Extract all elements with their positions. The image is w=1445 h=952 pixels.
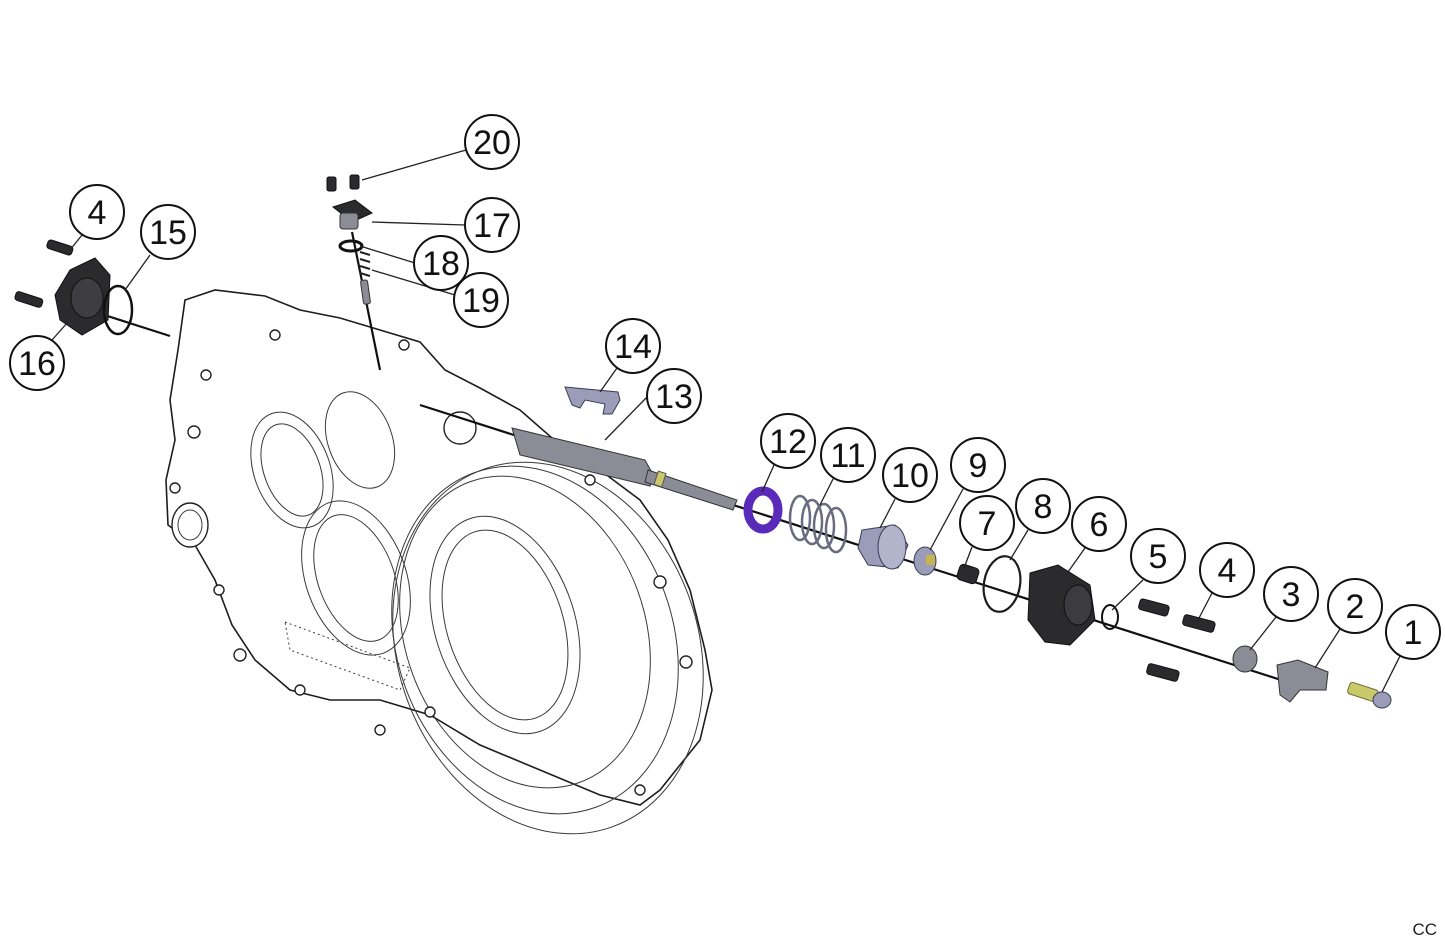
part-10-sleeve	[857, 524, 909, 570]
part-9-detent	[913, 546, 937, 576]
part-4-bolts-right	[1138, 598, 1216, 682]
callout-2[interactable]: 2	[1327, 578, 1383, 634]
callout-1[interactable]: 1	[1385, 604, 1441, 660]
callout-7[interactable]: 7	[959, 495, 1015, 551]
part-19-spring-plunger	[359, 251, 371, 305]
part-16-cover	[54, 257, 111, 336]
svg-text:1: 1	[1404, 614, 1423, 652]
callout-15[interactable]: 15	[140, 204, 196, 260]
part-14-clip	[564, 386, 621, 415]
svg-text:9: 9	[969, 447, 988, 485]
part-3-nut	[1232, 645, 1258, 673]
svg-text:10: 10	[891, 457, 929, 495]
part-5-seal	[1101, 604, 1119, 630]
svg-text:18: 18	[422, 245, 460, 283]
svg-text:13: 13	[655, 378, 693, 416]
svg-text:12: 12	[769, 423, 807, 461]
watermark-label: CC	[1412, 920, 1437, 939]
svg-text:11: 11	[830, 437, 865, 475]
callout-16[interactable]: 16	[9, 335, 65, 391]
part-4-bolts-left	[14, 239, 74, 308]
callout-9[interactable]: 9	[950, 437, 1006, 493]
part-2-clevis	[1276, 659, 1329, 703]
callout-14[interactable]: 14	[605, 318, 661, 374]
transmission-housing	[165, 289, 713, 835]
part-13-shift-shaft	[511, 427, 738, 511]
part-11-spring	[788, 494, 848, 554]
svg-text:16: 16	[18, 345, 56, 383]
callout-13[interactable]: 13	[646, 368, 702, 424]
leader-lines	[51, 149, 1401, 693]
svg-text:6: 6	[1090, 506, 1109, 544]
svg-text:2: 2	[1346, 588, 1365, 626]
callout-19[interactable]: 19	[453, 272, 509, 328]
svg-text:5: 5	[1149, 538, 1168, 576]
callout-20[interactable]: 20	[464, 114, 520, 170]
part-12-washer	[743, 486, 783, 534]
svg-text:20: 20	[473, 124, 511, 162]
part-6-cover	[1027, 564, 1096, 646]
callout-4-right[interactable]: 4	[1199, 542, 1255, 598]
svg-text:14: 14	[614, 328, 652, 366]
callout-17[interactable]: 17	[464, 197, 520, 253]
callout-6[interactable]: 6	[1071, 496, 1127, 552]
svg-text:3: 3	[1282, 576, 1301, 614]
part-20-screws	[326, 174, 360, 192]
callout-10[interactable]: 10	[882, 447, 938, 503]
callout-5[interactable]: 5	[1130, 528, 1186, 584]
part-8-o-ring	[982, 555, 1022, 613]
callout-18[interactable]: 18	[413, 235, 469, 291]
svg-text:17: 17	[473, 207, 511, 245]
callout-3[interactable]: 3	[1263, 566, 1319, 622]
svg-text:4: 4	[88, 194, 107, 232]
svg-text:7: 7	[978, 505, 997, 543]
part-7-bushing	[956, 563, 980, 585]
svg-text:8: 8	[1034, 488, 1053, 526]
callouts: 1 2 3 4 5 6 7 8 9 10 11 12 13 14 15 16 4…	[9, 114, 1441, 660]
part-17-sensor	[331, 199, 373, 230]
part-15-o-ring	[102, 284, 134, 336]
housing-bolt-holes	[169, 329, 693, 796]
callout-8[interactable]: 8	[1015, 478, 1071, 534]
callout-12[interactable]: 12	[760, 413, 816, 469]
part-18-seal	[338, 239, 364, 253]
svg-text:15: 15	[149, 214, 187, 252]
callout-11[interactable]: 11	[820, 427, 876, 483]
svg-text:19: 19	[462, 282, 500, 320]
part-1-pin	[1347, 681, 1392, 709]
callout-4-left[interactable]: 4	[69, 184, 125, 240]
svg-text:4: 4	[1218, 552, 1237, 590]
